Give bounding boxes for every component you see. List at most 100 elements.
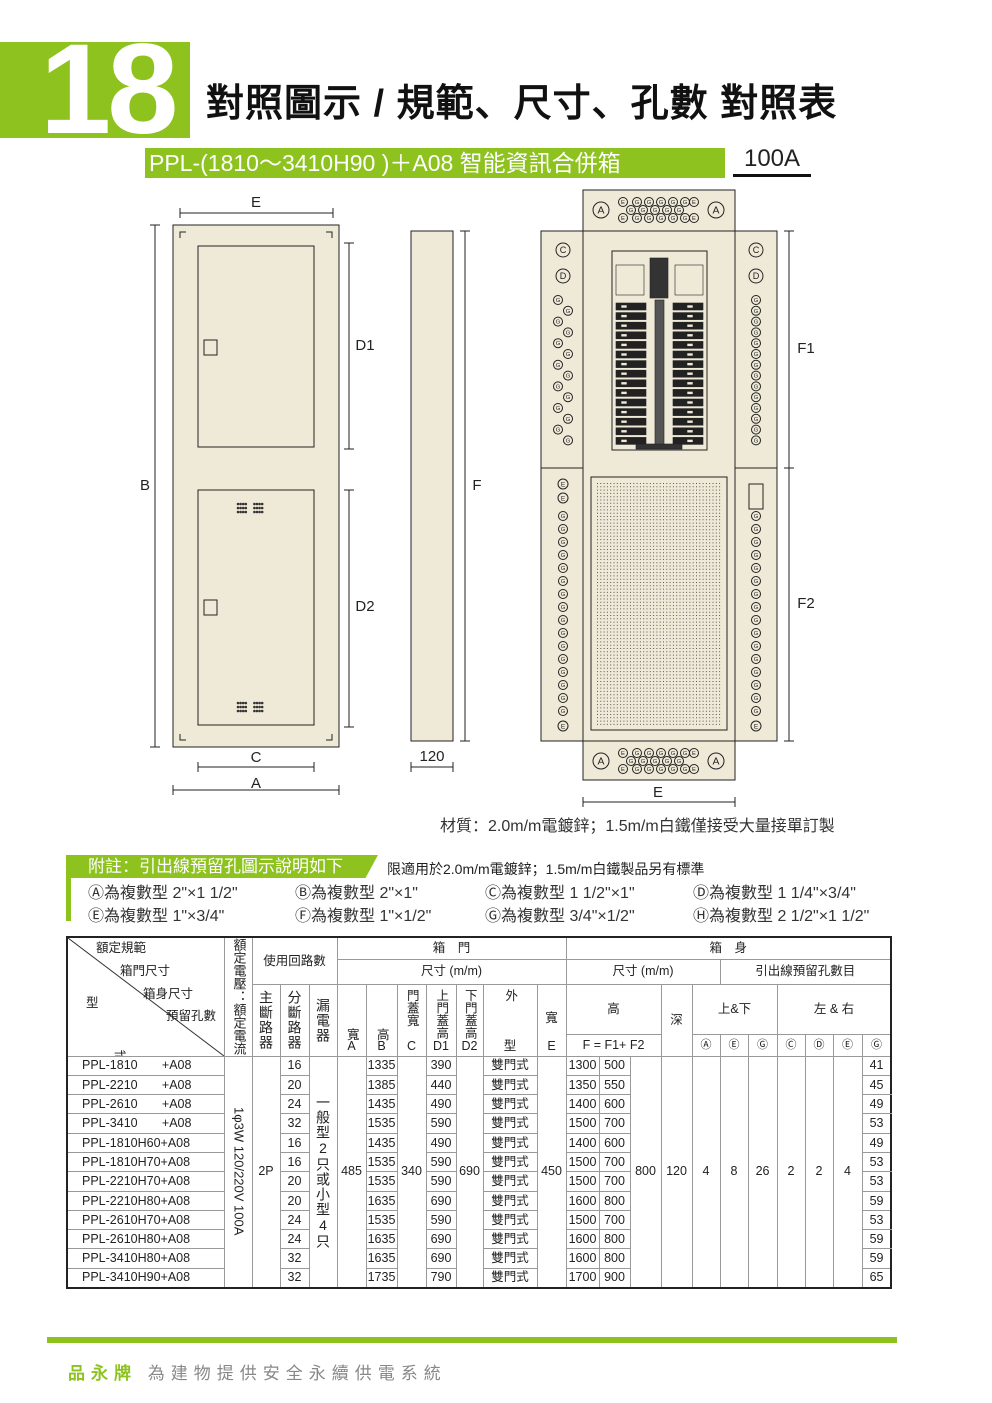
knockout-g-icon: G — [553, 359, 563, 370]
knockout-g-icon: G — [751, 327, 761, 338]
dim-label-b: B — [140, 477, 150, 494]
body-height-f-cell: 1500 — [565, 1171, 600, 1192]
hole-note-e: Ⓔ為複數型 1"×3/4" — [88, 908, 225, 925]
body-height-f1-cell: 600 — [598, 1132, 631, 1153]
voltage-header: 額定電壓：額定電流 — [223, 936, 253, 1057]
body-width-title: 寬 — [545, 1010, 558, 1025]
svg-text:G: G — [635, 200, 640, 206]
door-type-cell: 雙門式 — [482, 1074, 538, 1096]
svg-text:G: G — [754, 374, 759, 380]
height-b-cell: 1385 — [365, 1074, 398, 1096]
svg-text:E: E — [621, 767, 625, 773]
model-cell: PPL-2610H80+A08 — [66, 1229, 225, 1250]
corner-door: 箱門尺寸 — [120, 964, 171, 978]
model-cell: PPL-2210H70+A08 — [66, 1171, 225, 1192]
svg-text:G: G — [754, 540, 759, 546]
upper-cover-d1-cell: 490 — [425, 1094, 457, 1115]
knockout-e-icon: E — [618, 197, 628, 207]
svg-text:G: G — [754, 384, 759, 390]
svg-text:G: G — [566, 438, 571, 444]
hole-note-c: Ⓒ為複數型 1 1/2"×1" — [485, 885, 635, 902]
svg-text:G: G — [561, 605, 566, 611]
knockout-g-icon: G — [558, 576, 568, 586]
knockout-g-icon: G — [662, 205, 672, 215]
knockout-g-icon: G — [751, 349, 761, 359]
hole-col-header: Ⓐ — [691, 1033, 721, 1057]
left-right-header: 左 & 右 — [776, 983, 892, 1035]
branch-cell: 16 — [279, 1132, 310, 1153]
svg-text:E: E — [692, 216, 696, 222]
knockout-g-icon: G — [680, 213, 690, 223]
dim-label-d2: D2 — [355, 598, 374, 615]
knockout-g-icon: G — [553, 338, 563, 349]
svg-text:G: G — [647, 767, 652, 773]
svg-text:G: G — [754, 657, 759, 663]
svg-text:D: D — [560, 271, 567, 281]
door-col-code: D1 — [433, 1039, 449, 1054]
body-height-f1-cell: 700 — [598, 1171, 631, 1192]
door-col-title: 門蓋寬 — [404, 988, 419, 1027]
elcb-header: 漏電器 — [308, 983, 338, 1057]
top-bottom-header: 上&下 — [691, 983, 778, 1035]
upper-cover-d1-cell: 690 — [425, 1229, 457, 1250]
upper-cover-d1-cell: 440 — [425, 1074, 457, 1096]
knockout-g-icon: G — [644, 197, 654, 207]
knockout-a-icon: A — [592, 752, 610, 770]
body-height-f1-cell: 800 — [598, 1190, 631, 1211]
svg-text:G: G — [647, 216, 652, 222]
knockout-g-icon: G — [656, 764, 666, 774]
product-subtitle: PPL-(1810～3410H90 )＋A08 智能資訊合併箱 — [145, 148, 725, 178]
model-cell: PPL-2610H70+A08 — [66, 1209, 225, 1231]
door-type-cell: 雙門式 — [482, 1113, 538, 1134]
branch-cell: 32 — [279, 1267, 310, 1289]
svg-text:G: G — [635, 216, 640, 222]
svg-text:E: E — [621, 200, 625, 206]
main-breaker-header: 主斷路器 — [251, 983, 281, 1057]
knockout-g-icon: G — [751, 667, 761, 677]
hole-count-g-cell: 65 — [861, 1267, 892, 1289]
svg-text:G: G — [754, 395, 759, 401]
hole-col-header: Ⓔ — [832, 1033, 863, 1057]
svg-text:G: G — [659, 216, 664, 222]
svg-text:E: E — [754, 723, 759, 730]
dim-label-f1: F1 — [797, 340, 815, 357]
door-type-cell: 雙門式 — [482, 1248, 538, 1269]
branch-breaker-header: 分斷路器 — [279, 983, 310, 1057]
hole-col-header: Ⓓ — [804, 1033, 834, 1057]
svg-text:E: E — [692, 200, 696, 206]
door-type-cell: 雙門式 — [482, 1229, 538, 1250]
height-b-cell: 1535 — [365, 1209, 398, 1231]
svg-text:G: G — [754, 566, 759, 572]
svg-text:G: G — [556, 298, 561, 304]
svg-text:G: G — [561, 631, 566, 637]
holes-header: 引出線預留孔數目 — [719, 958, 892, 985]
svg-text:G: G — [566, 309, 571, 315]
body-depth-cell: 120 — [660, 1055, 693, 1289]
main-breaker-cell: 2P — [251, 1055, 281, 1289]
body-formula-header: F = F1+ F2 — [565, 1033, 662, 1057]
height-b-cell: 1535 — [365, 1151, 398, 1173]
knockout-g-icon: G — [563, 392, 573, 403]
knockout-g-icon: G — [558, 654, 568, 664]
body-size-header: 尺寸 (m/m) — [565, 958, 721, 985]
body-height-f1-cell: 700 — [598, 1151, 631, 1173]
svg-text:G: G — [561, 514, 566, 520]
enclosure-diagram: E B D1 D2 C A F 120 F1 F2 E CDGGGGGGGGGG… — [140, 189, 815, 807]
svg-text:G: G — [754, 363, 759, 369]
knockout-e-icon: E — [750, 720, 762, 732]
svg-text:G: G — [647, 200, 652, 206]
knockout-g-icon: G — [668, 764, 678, 774]
knockout-g-icon: G — [674, 205, 684, 215]
hole-col-header: Ⓒ — [776, 1033, 806, 1057]
height-b-cell: 1635 — [365, 1248, 398, 1269]
hole-count-g-cell: 53 — [861, 1209, 892, 1231]
knockout-g-icon: G — [638, 756, 648, 766]
body-width-code: E — [547, 1039, 556, 1054]
body-height-header: 高 — [565, 983, 662, 1035]
svg-text:G: G — [754, 618, 759, 624]
